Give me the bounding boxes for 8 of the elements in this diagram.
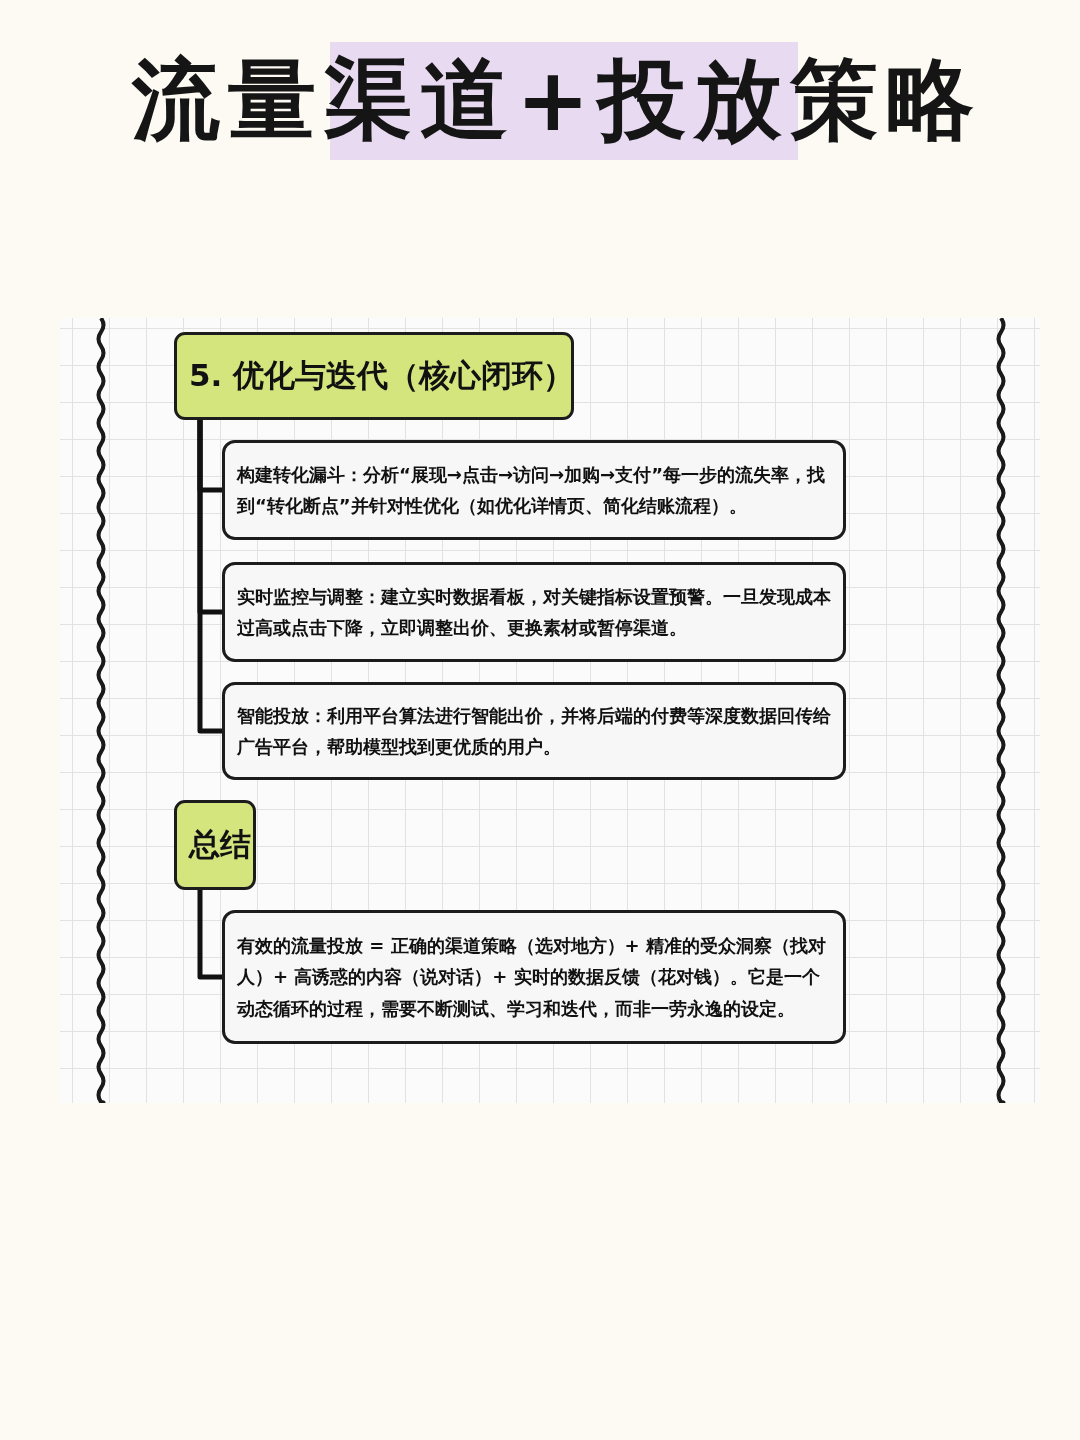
note-box: 实时监控与调整：建立实时数据看板，对关键指标设置预警。一旦发现成本过高或点击下降，立即调整出价、更换素材或暂停渠道。 [222,562,846,662]
note-box: 智能投放：利用平台算法进行智能出价，并将后端的付费等深度数据回传给广告平台，帮助模型找到更优质的用户。 [222,682,846,780]
note-box: 构建转化漏斗：分析“展现→点击→访问→加购→支付”每一步的流失率，找到“转化断点”并针对性优化（如优化详情页、简化结账流程）。 [222,440,846,540]
connector-line [197,420,222,734]
note-box: 有效的流量投放 = 正确的渠道策略（选对地方）+ 精准的受众洞察（找对人）+ 高诱惑的内容（说对话）+ 实时的数据反馈（花对钱）。它是一个动态循环的过程，需要不断测试、学习和迭代，而非一劳永逸的设定。 [222,910,846,1044]
topic-box: 总结 [174,800,256,890]
connector-line [197,890,222,980]
topic-box: 5. 优化与迭代（核心闭环） [174,332,574,420]
